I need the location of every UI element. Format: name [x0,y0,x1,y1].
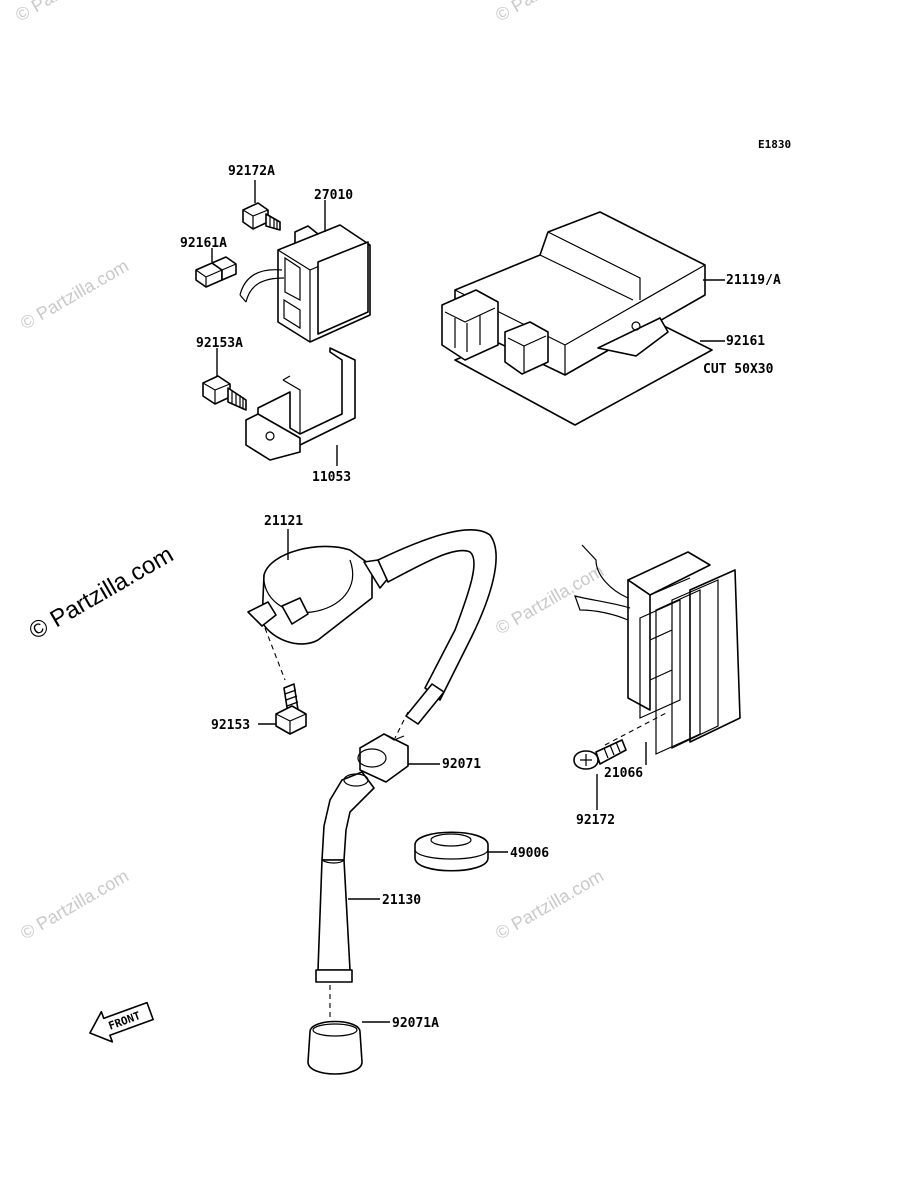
watermark-text: © Partzilla.com [12,0,127,25]
regulator-21066 [574,544,741,755]
relay-27010 [239,224,371,343]
bracket-11053 [245,347,356,461]
bolt-92172 [573,739,627,770]
watermark-text: © Partzilla.com [492,865,607,943]
label-92071: 92071 [442,757,481,772]
ignition-coil-21121 [247,528,497,725]
bolt-92153A [202,375,247,411]
diagram-code: E1830 [758,138,791,151]
label-21119A: 21119/A [726,273,781,288]
label-92153A: 92153A [196,336,243,351]
watermark-text: © Partzilla.com [17,865,132,943]
bolt-92153 [275,683,307,735]
clip-92161A [195,256,237,288]
label-21066: 21066 [604,766,643,781]
front-direction-arrow: FRONT [89,1001,154,1043]
grommet-49006 [414,831,489,872]
label-92071A: 92071A [392,1016,439,1031]
watermark-text: © Partzilla.com [17,255,132,333]
cap-92071A [307,1020,363,1075]
watermark-main: © Partzilla.com [25,541,179,645]
label-27010: 27010 [314,188,353,203]
label-21130: 21130 [382,893,421,908]
plug-cap-21130 [315,771,375,983]
label-92172: 92172 [576,813,615,828]
bolt-92172A [242,202,281,231]
label-49006: 49006 [510,846,549,861]
label-92153: 92153 [211,718,250,733]
label-92172A: 92172A [228,164,275,179]
cap-92071 [357,733,409,783]
label-cut-size: CUT 50X30 [703,362,774,377]
label-92161A: 92161A [180,236,227,251]
watermark-layer: © Partzilla.com © Partzilla.com © Partzi… [12,0,607,943]
label-21121: 21121 [264,514,303,529]
label-92161: 92161 [726,334,765,349]
cdi-unit-21119A [441,211,713,426]
label-11053: 11053 [312,470,351,485]
watermark-text: © Partzilla.com [492,0,607,25]
